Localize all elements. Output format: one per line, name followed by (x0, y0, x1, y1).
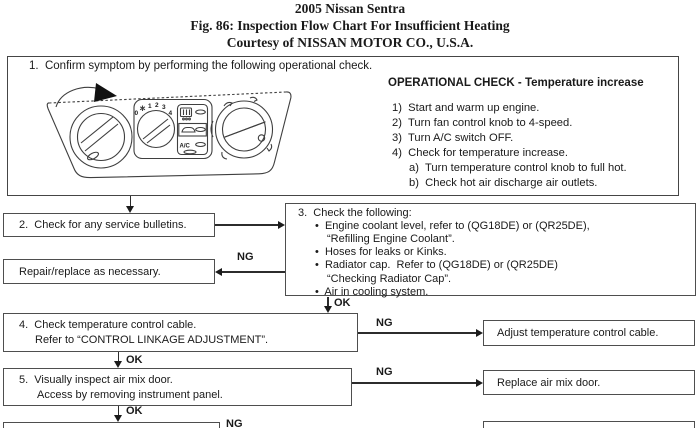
fan-number-2: 2 (155, 102, 159, 109)
op-step: 2) Turn fan control knob to 4-speed. (392, 117, 573, 129)
ng-label: NG (376, 317, 393, 329)
connector-box4-adjust (358, 332, 478, 334)
op-step: 4) Check for temperature increase. (392, 147, 568, 159)
ng-label-partial: NG (226, 418, 243, 428)
center-panel (133, 98, 213, 160)
connector-box4-box5 (117, 352, 119, 362)
defrost-indicator (195, 109, 206, 115)
ac-switch-slot (183, 149, 197, 155)
ok-label: OK (334, 297, 351, 309)
arrowhead-down-icon (114, 415, 122, 422)
recirculation-icon (178, 122, 207, 137)
step1-box (7, 56, 679, 196)
op-step: 1) Start and warm up engine. (392, 102, 540, 114)
op-substep: a) Turn temperature control knob to full… (409, 162, 627, 174)
ac-button-label: A/C (180, 144, 191, 150)
temperature-knob (69, 105, 133, 169)
operational-check-substeps: a) Turn temperature control knob to full… (409, 161, 627, 191)
ac-indicator (195, 141, 206, 148)
step5-box: 5. Visually inspect air mix door. Access… (3, 368, 352, 406)
step3-item: • Air in cooling system. (315, 285, 429, 298)
operational-check-steps: 1) Start and warm up engine. 2) Turn fan… (392, 101, 572, 161)
arrowhead-down-icon (114, 361, 122, 368)
fan-number-1: 1 (148, 103, 152, 110)
step5-line1: 5. Visually inspect air mix door. (19, 374, 173, 386)
step4-box: 4. Check temperature control cable. Refe… (3, 313, 358, 352)
adjust-cable-label: Adjust temperature control cable. (497, 327, 659, 339)
fan-icon (139, 105, 146, 111)
connector-box3-repair (221, 271, 285, 273)
arrowhead-right-icon (476, 379, 483, 387)
op-substep: b) Check hot air discharge air outlets. (409, 177, 598, 189)
connector-box1-box2 (129, 196, 131, 207)
page-title-figure: Fig. 86: Inspection Flow Chart For Insuf… (190, 18, 510, 33)
step3-box: 3. Check the following: • Engine coolant… (285, 203, 696, 298)
step3-item: • Hoses for leaks or Kinks. (315, 246, 447, 259)
fan-control-knob: 0 1 2 3 4 (135, 102, 176, 149)
step3-item: “Refilling Engine Coolant”. (327, 232, 455, 245)
replace-air-mix-door-box: Replace air mix door. (483, 370, 695, 395)
mode-icons (210, 96, 273, 160)
step4-line1: 4. Check temperature control cable. (19, 319, 197, 331)
fan-number-3: 3 (162, 104, 166, 111)
ng-label: NG (237, 251, 254, 263)
repair-replace-label: Repair/replace as necessary. (19, 265, 161, 278)
rotate-arrow-icon (55, 83, 117, 108)
op-step: 3) Turn A/C switch OFF. (392, 132, 514, 144)
step3-title: 3. Check the following: (298, 206, 412, 219)
page-title-courtesy: Courtesy of NISSAN MOTOR CO., U.S.A. (226, 35, 474, 50)
adjust-cable-box: Adjust temperature control cable. (483, 320, 695, 346)
knob-screw (257, 134, 266, 142)
repair-replace-box: Repair/replace as necessary. (3, 259, 215, 284)
arrowhead-left-icon (215, 268, 222, 276)
step3-item: • Radiator cap. Refer to (QG18DE) or (QR… (315, 259, 558, 272)
bottom-action-box-partial (483, 421, 695, 428)
ng-label: NG (376, 366, 393, 378)
step2-box: 2. Check for any service bulletins. (3, 213, 215, 237)
page-title-model: 2005 Nissan Sentra (294, 1, 406, 16)
fan-number-0: 0 (135, 110, 139, 117)
arrowhead-down-icon (323, 306, 332, 313)
step2-label: 2. Check for any service bulletins. (19, 219, 187, 231)
connector-box5-replace (352, 382, 478, 384)
replace-air-mix-door-label: Replace air mix door. (497, 376, 601, 389)
ok-label: OK (126, 354, 143, 366)
rear-defrost-icon (179, 107, 193, 121)
connector-box3-box4 (327, 297, 329, 307)
bezel-top-edge (48, 91, 287, 104)
operational-check-title: OPERATIONAL CHECK - Temperature increase (388, 77, 644, 89)
ok-label: OK (126, 405, 143, 417)
mode-selector-knob (210, 96, 274, 160)
step3-item: • Engine coolant level, refer to (QG18DE… (315, 219, 590, 232)
step5-line2: Access by removing instrument panel. (37, 388, 223, 401)
climate-control-illustration: 0 1 2 3 4 A/C (46, 83, 292, 179)
arrowhead-down-icon (126, 206, 134, 213)
bezel-outline (46, 91, 292, 179)
arrowhead-right-icon (476, 329, 483, 337)
arrowhead-right-icon (278, 221, 285, 229)
button-cluster: A/C (176, 103, 209, 156)
step1-label: 1. Confirm symptom by performing the fol… (29, 60, 373, 72)
connector-box2-box3 (215, 224, 280, 226)
connector-box5-box6 (117, 406, 119, 417)
fan-number-4: 4 (169, 110, 173, 117)
step6-box-partial (3, 422, 220, 428)
step3-item: “Checking Radiator Cap”. (327, 272, 452, 285)
recirc-indicator (195, 126, 206, 133)
step4-line2: Refer to “CONTROL LINKAGE ADJUSTMENT”. (35, 333, 269, 346)
